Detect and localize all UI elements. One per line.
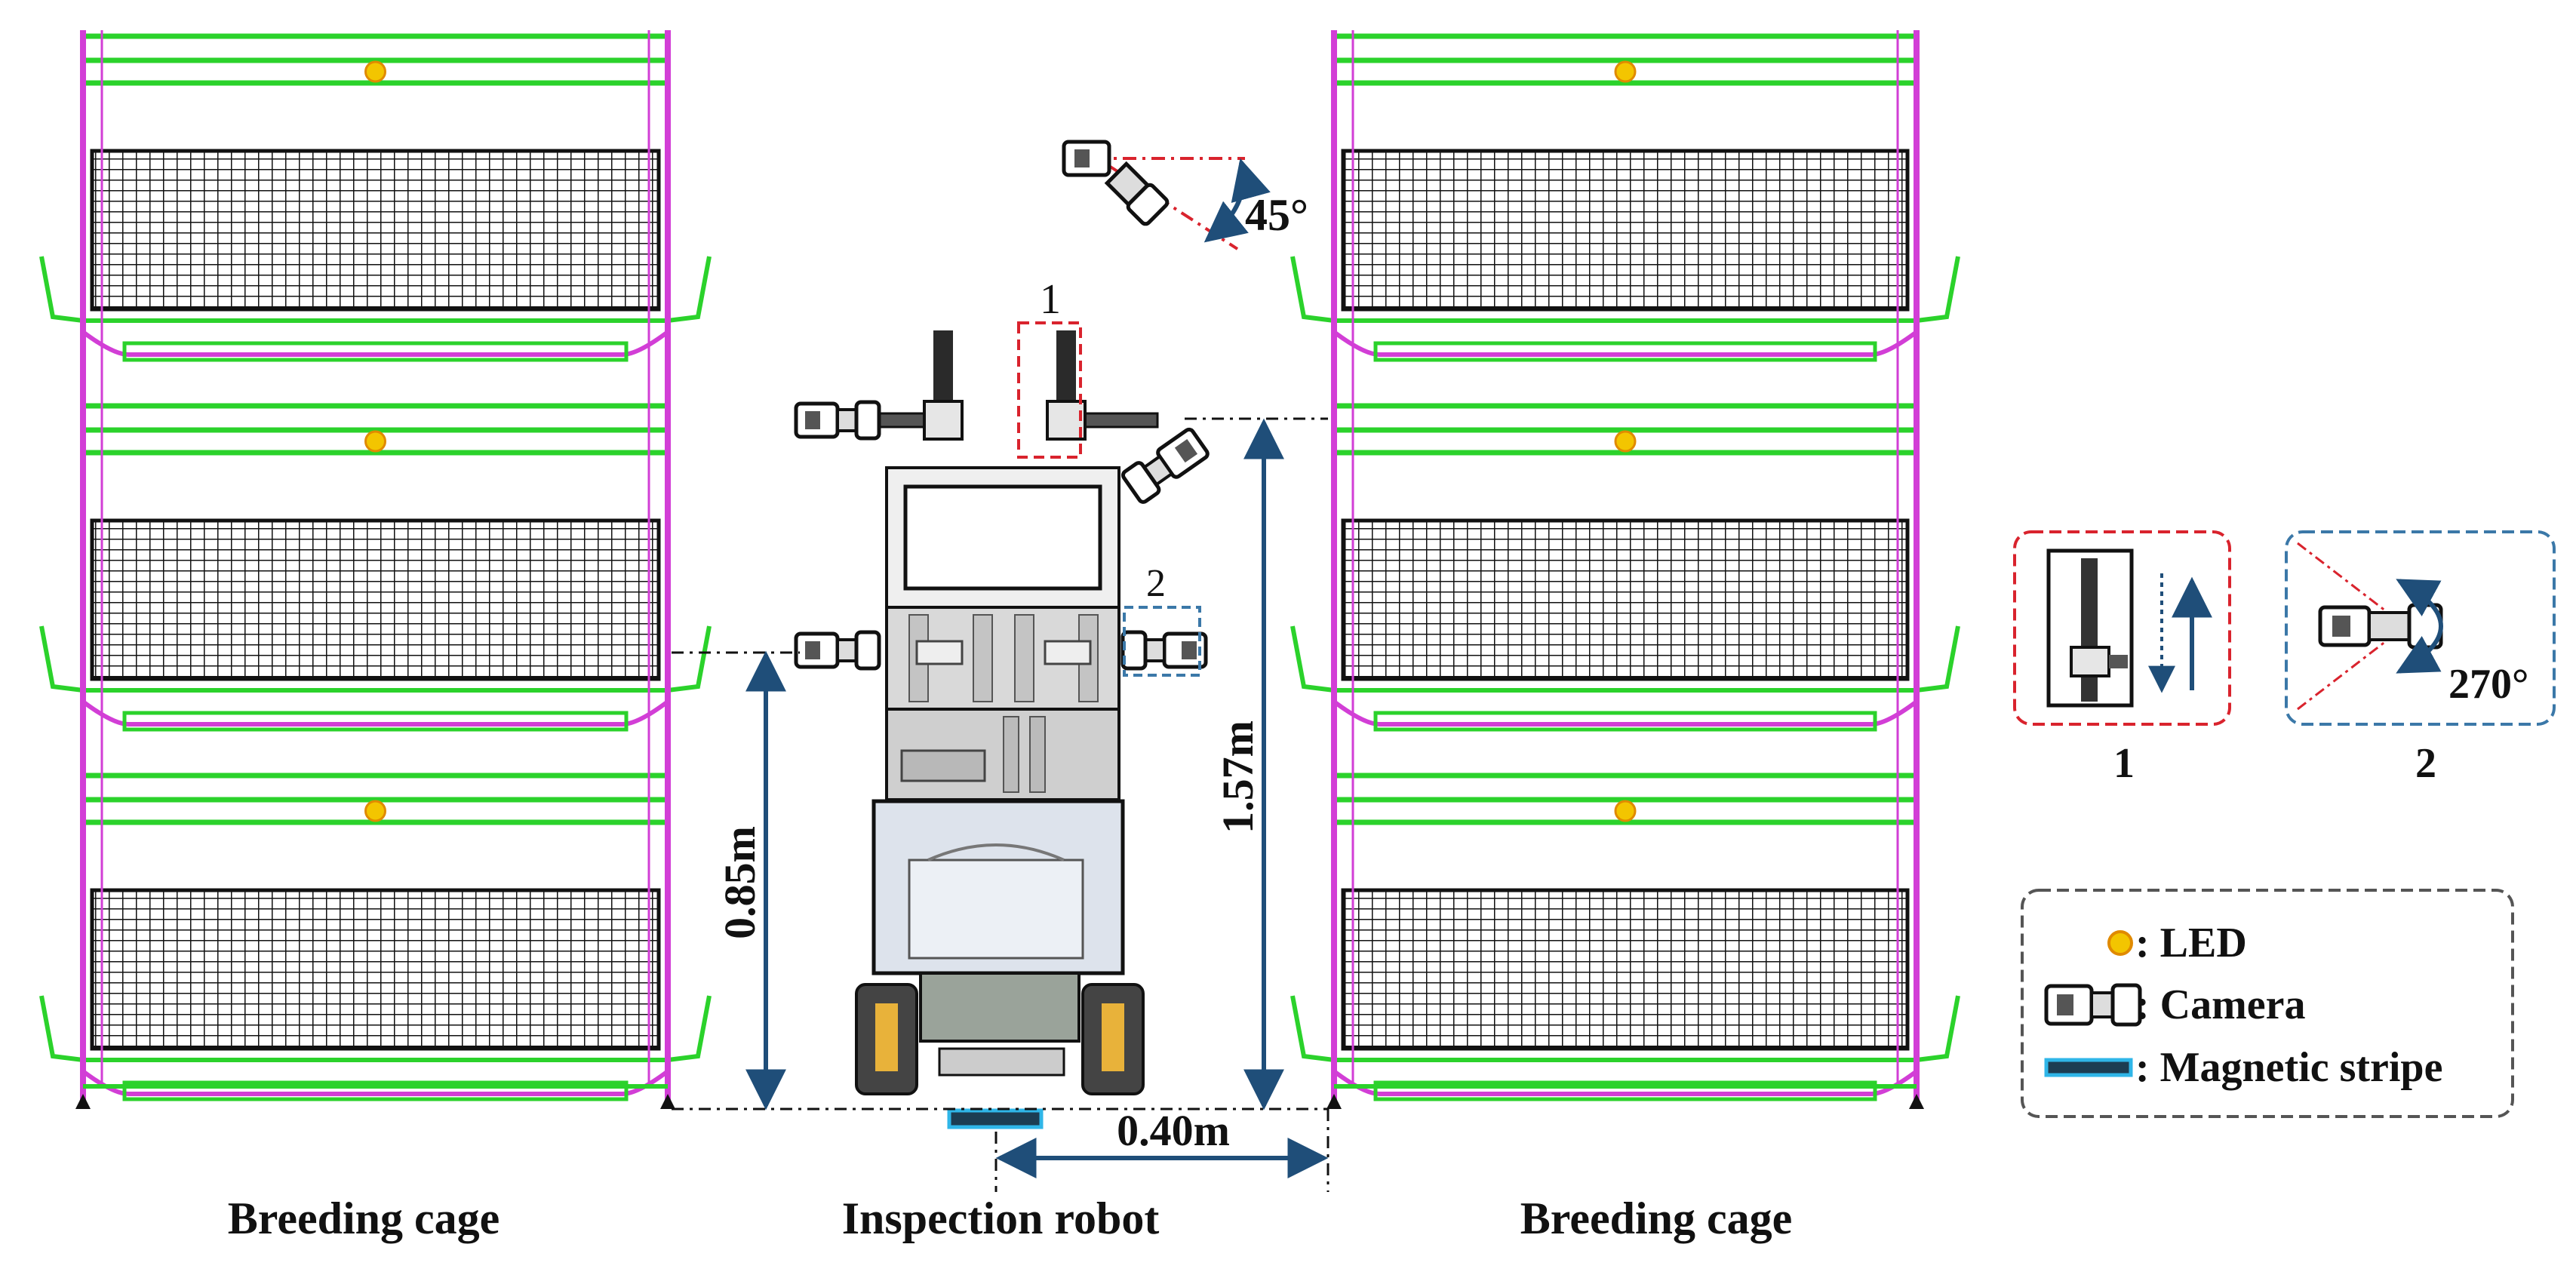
robot-cameras	[794, 400, 1210, 671]
led-icon	[1614, 60, 1637, 83]
inset-1-lift-detail	[2013, 530, 2231, 726]
cage-mesh	[1341, 518, 1910, 681]
breeding-cage-left	[39, 30, 712, 1109]
cage-foot	[660, 1094, 675, 1109]
led-icon	[364, 430, 386, 453]
cage-foot	[1909, 1094, 1924, 1109]
inset-2-angle-label: 270°	[2448, 661, 2528, 708]
feed-trough	[39, 256, 712, 323]
left-cage-label: Breeding cage	[228, 1193, 500, 1243]
feed-trough	[39, 995, 712, 1062]
camera-legend-icon	[2044, 983, 2142, 1027]
egg-tray-rail	[122, 1080, 629, 1101]
cage-mesh	[90, 149, 661, 312]
egg-tray-rail	[1373, 341, 1877, 362]
robot-screen	[903, 484, 1102, 591]
cage-mesh	[90, 888, 661, 1051]
cage-tier	[39, 773, 712, 1101]
cage-tier	[1290, 403, 1960, 732]
led-legend-icon	[2107, 930, 2133, 956]
egg-tray-rail	[122, 341, 629, 362]
robot-chassis	[919, 972, 1081, 1043]
robot-label: Inspection robot	[842, 1193, 1160, 1243]
dimension-label-157: 1.57m	[1213, 720, 1262, 834]
rotating-camera-icon	[2318, 603, 2443, 650]
inset-2-rotation-detail: 270°	[2285, 530, 2556, 726]
egg-tray	[1333, 699, 1918, 727]
breeding-cage-right	[1290, 30, 1960, 1109]
legend: : LED : Camera : Magnetic stripe	[2021, 889, 2514, 1118]
inspection-robot	[836, 330, 1159, 1095]
camera-icon	[1120, 427, 1210, 504]
callout-2-box	[1123, 606, 1201, 677]
inset-2-caption: 2	[2415, 740, 2436, 787]
mast-clamp-right	[1046, 400, 1087, 441]
feed-trough	[1290, 625, 1960, 693]
cage-foot	[75, 1094, 91, 1109]
cage-tier	[39, 403, 712, 732]
egg-tray-rail	[1373, 1080, 1877, 1101]
cage-foot	[1326, 1094, 1342, 1109]
feed-trough	[1290, 256, 1960, 323]
callout-2-label: 2	[1146, 562, 1166, 605]
cage-tier	[1290, 33, 1960, 362]
cage-tier	[1290, 773, 1960, 1101]
callout-1-label: 1	[1040, 276, 1061, 323]
inset-1-caption: 1	[2113, 740, 2135, 787]
legend-led-label: : LED	[2135, 920, 2247, 966]
feed-trough	[39, 625, 712, 693]
cage-mesh	[1341, 888, 1910, 1051]
egg-tray	[1333, 330, 1918, 357]
egg-tray	[81, 1069, 669, 1096]
egg-tray	[81, 330, 669, 357]
tilted-camera-icon	[1062, 140, 1111, 177]
cage-tier	[39, 33, 712, 362]
right-cage-label: Breeding cage	[1520, 1193, 1793, 1243]
egg-tray-rail	[1373, 711, 1877, 732]
camera-icon	[794, 400, 881, 441]
led-icon	[364, 60, 386, 83]
legend-stripe-label: : Magnetic stripe	[2135, 1044, 2442, 1091]
camera-icon	[1120, 630, 1208, 671]
led-icon	[364, 800, 386, 822]
tilt-angle-label: 45°	[1245, 190, 1308, 240]
dimension-label-085: 0.85m	[715, 826, 764, 939]
camera-icon	[794, 630, 881, 671]
stripe-legend-icon	[2044, 1058, 2133, 1077]
arm-right	[1073, 412, 1159, 429]
legend-camera-label: : Camera	[2135, 981, 2305, 1028]
egg-tray-rail	[122, 711, 629, 732]
egg-tray	[81, 699, 669, 727]
mast-clamp-left	[923, 400, 964, 441]
callout-1-box	[1017, 321, 1082, 459]
feed-trough	[1290, 995, 1960, 1062]
cage-mesh	[90, 518, 661, 681]
tilt-angle-detail: 45°	[1062, 140, 1308, 250]
led-icon	[1614, 800, 1637, 822]
cage-mesh	[1341, 149, 1910, 312]
egg-tray	[1333, 1069, 1918, 1096]
magnetic-stripe	[947, 1108, 1044, 1129]
led-icon	[1614, 430, 1637, 453]
dimension-label-040: 0.40m	[1117, 1106, 1230, 1155]
